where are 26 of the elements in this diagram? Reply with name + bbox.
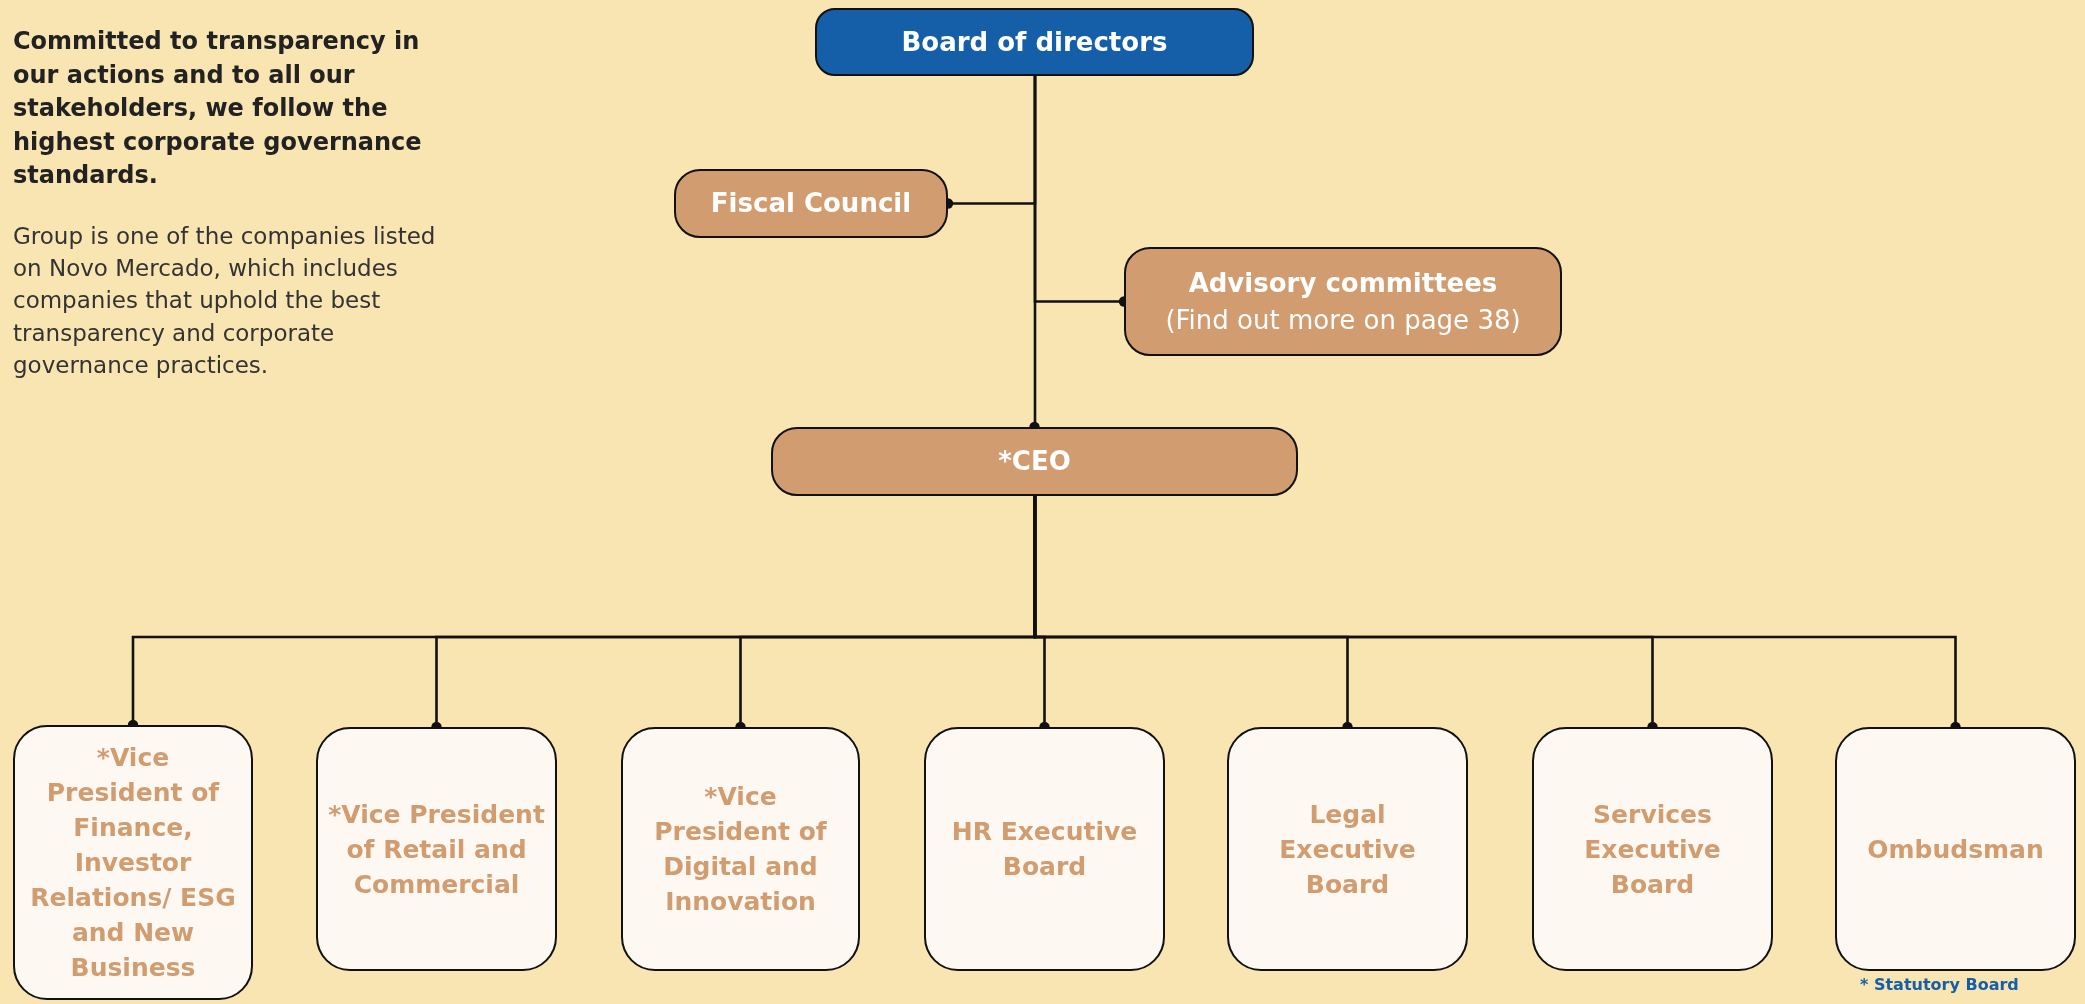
node-title: Fiscal Council (710, 187, 912, 221)
position-box (316, 727, 557, 971)
node-title: Ombudsman (1867, 833, 2044, 866)
node-title: *Vice President of Digital and Innovation (653, 781, 828, 918)
committee-box (674, 169, 948, 238)
intro-statement: Committed to transparency in our actions and to all our stakeholders, we follow the highest corporate governance standards. (13, 26, 423, 192)
position-box (924, 727, 1165, 971)
node-title: *Vice President of Finance, Investor Relations/ ESG and New Business (29, 742, 237, 984)
position-box (621, 727, 860, 971)
node-title: Board of directors (901, 25, 1168, 59)
committee-box (771, 427, 1298, 496)
node-title: Advisory committees (1188, 267, 1498, 301)
board-box (815, 8, 1254, 76)
footnote: * Statutory Board (1860, 974, 2020, 996)
position-box (1227, 727, 1468, 971)
node-title: *CEO (998, 445, 1071, 479)
position-box (13, 725, 253, 1000)
node-note: (Find out more on page 38) (1165, 303, 1521, 337)
position-box (1532, 727, 1773, 971)
body-paragraph: Group is one of the companies listed on Novo Mercado, which includes companies that uphold the best transparency and corporate governance practices. (13, 222, 437, 380)
node-title: *Vice President of Retail and Commercial (328, 798, 545, 901)
position-box (1835, 727, 2076, 971)
node-title: Legal Executive Board (1278, 798, 1417, 901)
committee-box (1124, 247, 1562, 356)
node-title: Services Executive Board (1583, 798, 1722, 901)
node-title: HR Executive Board (950, 816, 1139, 883)
